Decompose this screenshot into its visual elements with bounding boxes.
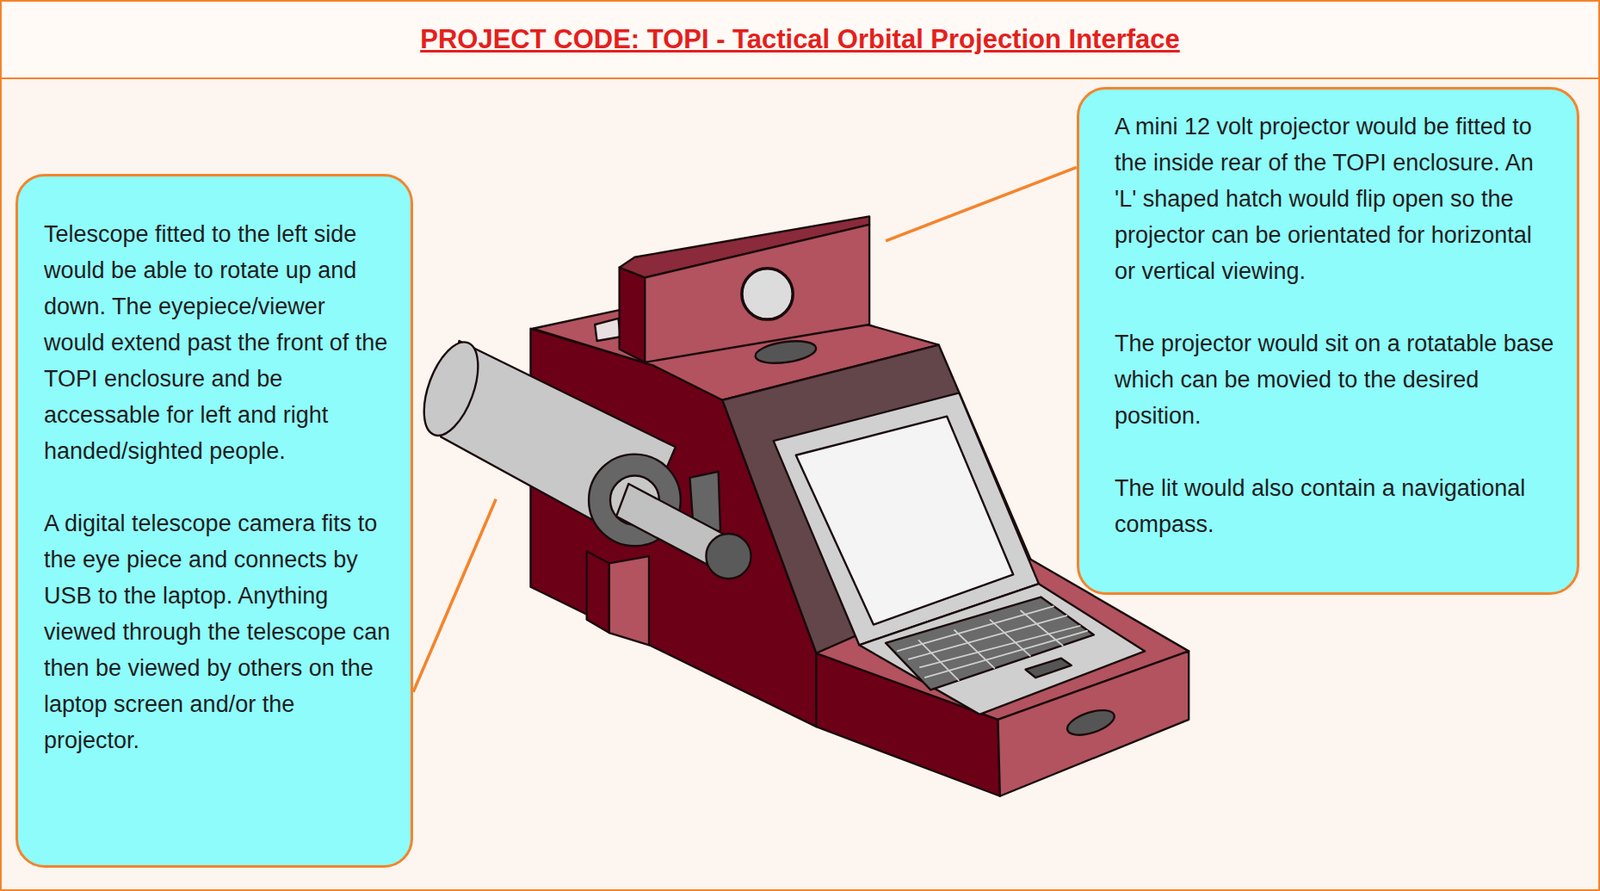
hatch-notch bbox=[594, 318, 621, 341]
keyboard-keys bbox=[896, 605, 1088, 681]
callout-text: The projector would sit on a rotatable b… bbox=[1114, 325, 1557, 434]
laptop-keyboard bbox=[885, 597, 1094, 691]
projector-lens bbox=[741, 268, 793, 320]
telescope-end bbox=[413, 334, 489, 443]
callout-text: Telescope fitted to the left side would … bbox=[43, 216, 392, 470]
laptop-touchpad bbox=[1025, 658, 1072, 679]
mount-side bbox=[586, 550, 610, 633]
callout-text: A digital telescope camera fits to the e… bbox=[43, 505, 392, 759]
callout-text: The lit would also contain a navigationa… bbox=[1114, 469, 1557, 543]
leader-line bbox=[413, 499, 496, 692]
eyepiece-cap bbox=[705, 533, 751, 579]
mount-front bbox=[609, 555, 649, 645]
page-title: PROJECT CODE: TOPI - Tactical Orbital Pr… bbox=[0, 0, 1600, 80]
callout-box: Telescope fitted to the left side would … bbox=[15, 173, 414, 868]
callout-box: A mini 12 volt projector would be fitted… bbox=[1076, 86, 1580, 595]
callout-text: A mini 12 volt projector would be fitted… bbox=[1114, 108, 1557, 290]
leader-line bbox=[885, 166, 1077, 241]
laptop-screen bbox=[796, 416, 1014, 625]
base-handle bbox=[1064, 704, 1118, 740]
laptop-base bbox=[858, 583, 1145, 715]
projector-front bbox=[644, 224, 870, 363]
projector-side bbox=[619, 267, 646, 363]
